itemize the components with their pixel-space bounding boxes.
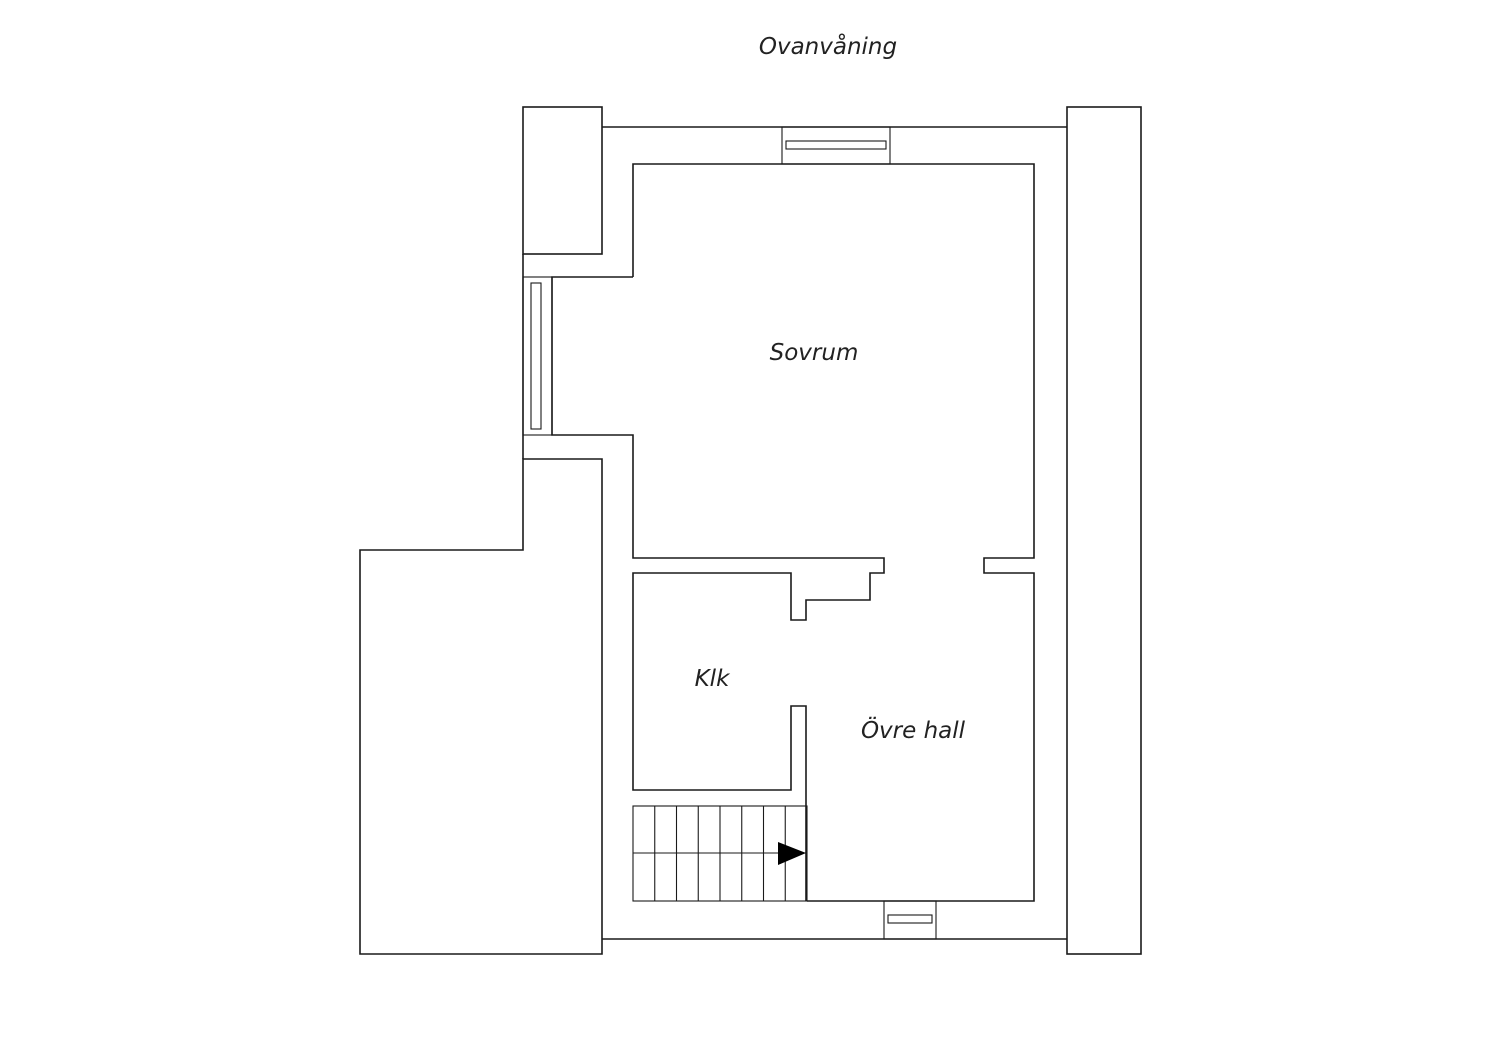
left-window	[522, 276, 553, 436]
room-label-upper-hall: Övre hall	[861, 716, 966, 744]
floor-title: Ovanvåning	[759, 32, 897, 60]
bedroom-inner-wall	[551, 163, 1035, 902]
left-lower-extension	[359, 458, 603, 955]
right-exterior-wall	[1066, 106, 1142, 955]
left-upper-wall-block	[522, 106, 603, 255]
top-window	[781, 126, 891, 165]
room-label-bedroom: Sovrum	[770, 340, 859, 366]
room-label-closet: Klk	[695, 666, 731, 692]
bottom-window	[883, 900, 937, 940]
stair-direction-arrow	[778, 842, 806, 865]
